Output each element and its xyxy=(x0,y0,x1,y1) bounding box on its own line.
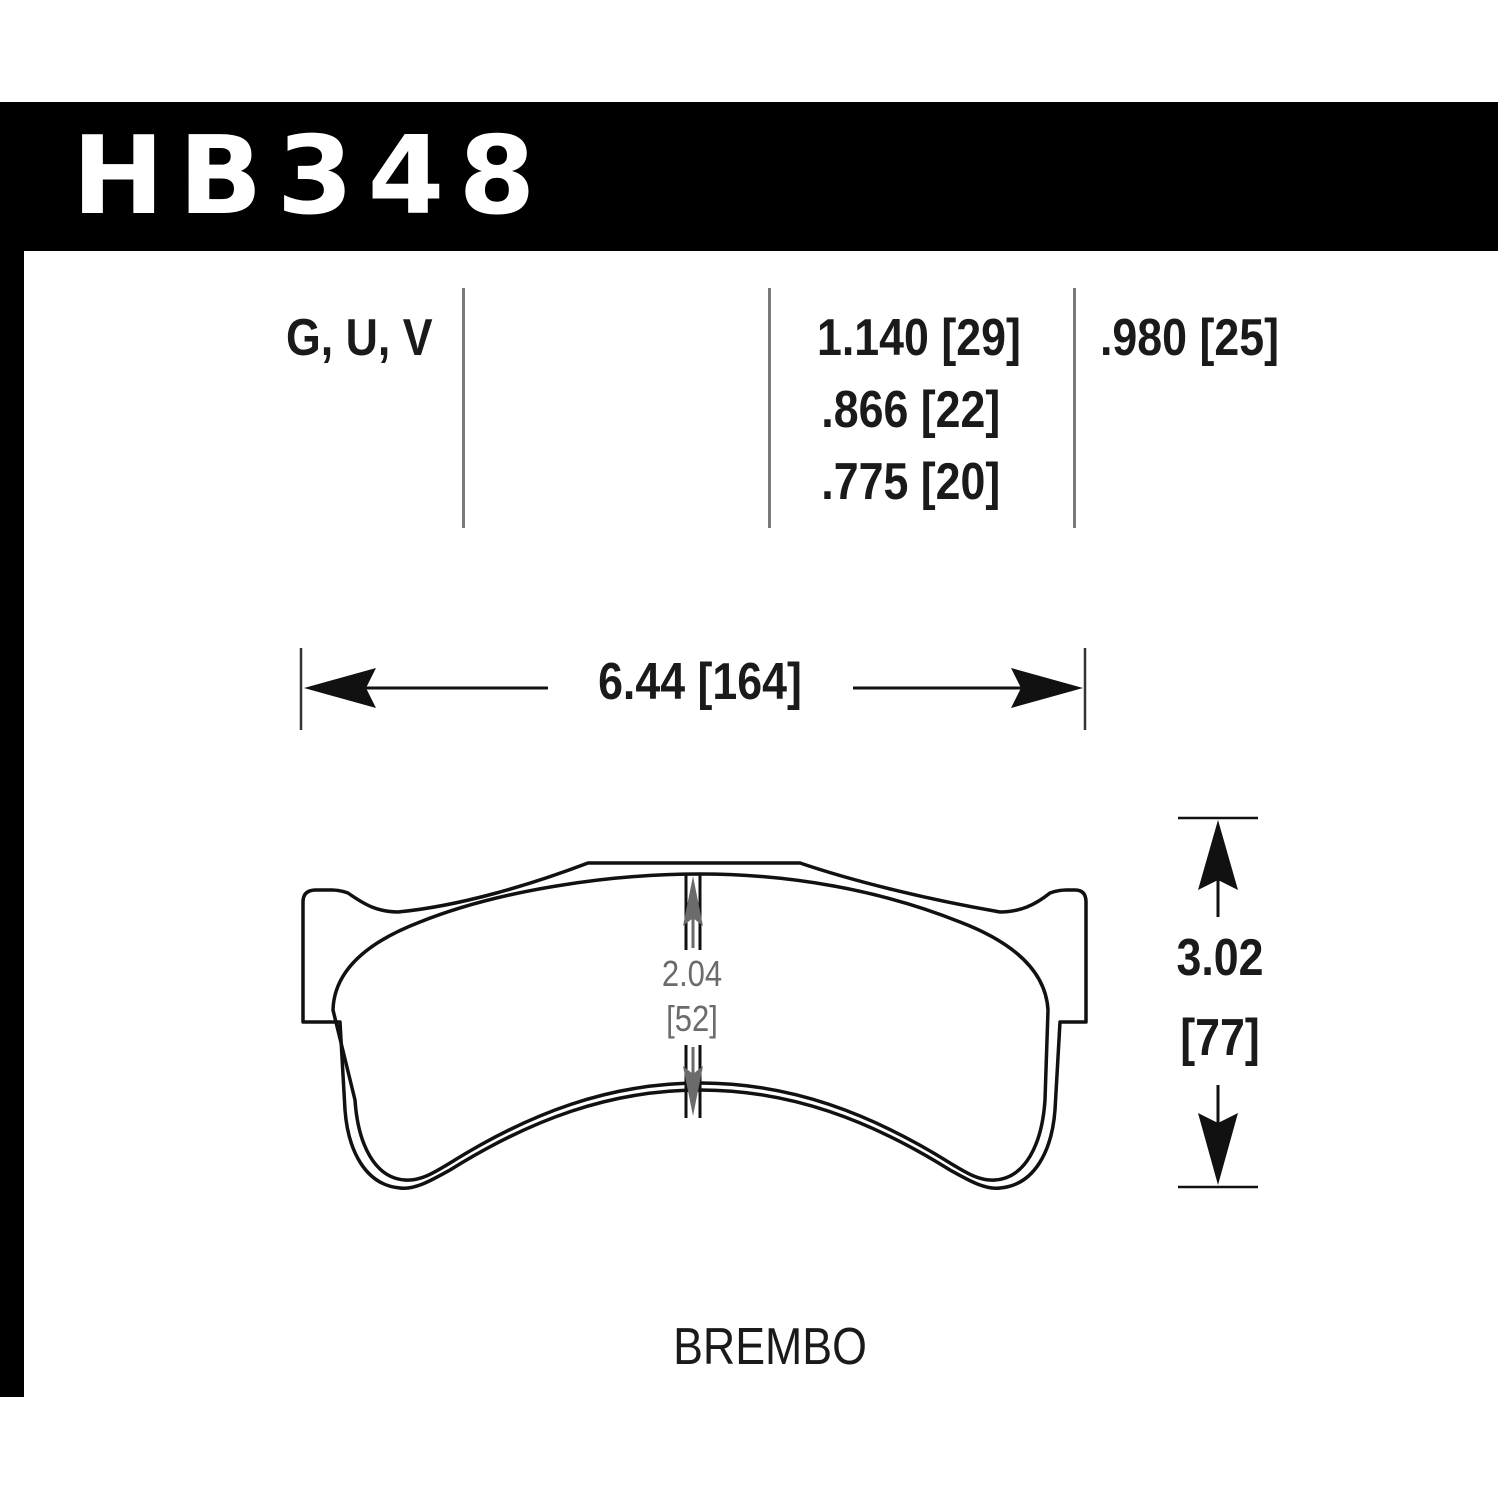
width-dimension xyxy=(299,648,1087,730)
inner-arrow-up-icon xyxy=(683,876,703,926)
arrow-up-icon xyxy=(1198,820,1238,890)
compound-codes: G, U, V xyxy=(286,309,433,367)
column-divider-3 xyxy=(1073,288,1076,528)
thickness-value: 1.140 [29] xyxy=(817,309,1021,367)
backing-plate-outline xyxy=(301,861,1088,1190)
height-dimension-inches: 3.02 xyxy=(1176,929,1264,987)
friction-height-mm: [52] xyxy=(666,998,718,1039)
header-bar xyxy=(0,102,1498,251)
arrow-left-icon xyxy=(304,668,376,708)
height-dimension xyxy=(1178,816,1258,1189)
friction-height-inches: 2.04 xyxy=(661,953,723,994)
width-dimension-label: 6.44 [164] xyxy=(598,653,802,711)
column-divider-1 xyxy=(462,288,465,528)
arrow-down-icon xyxy=(1198,1113,1238,1185)
thickness-value: .775 [20] xyxy=(821,453,1001,511)
part-number-title: HB348 xyxy=(72,114,550,239)
backing-plate-thickness: .980 [25] xyxy=(1100,309,1280,367)
arrow-right-icon xyxy=(1011,668,1083,708)
thickness-list: 1.140 [29] .866 [22] .775 [20] xyxy=(817,302,1021,518)
inner-arrow-down-icon xyxy=(683,1066,703,1116)
thickness-value: .866 [22] xyxy=(821,381,1001,439)
left-border xyxy=(0,102,24,1397)
column-divider-2 xyxy=(768,288,771,528)
height-dimension-mm: [77] xyxy=(1180,1009,1260,1067)
caliper-manufacturer: BREMBO xyxy=(673,1318,867,1376)
friction-height-indicator xyxy=(683,874,703,1118)
